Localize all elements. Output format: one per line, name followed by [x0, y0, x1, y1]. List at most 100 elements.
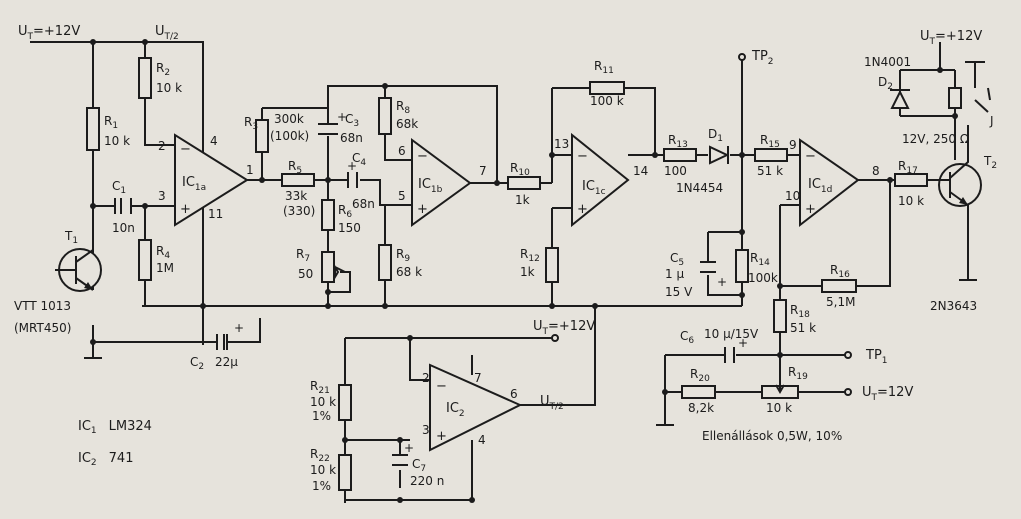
- svg-text:C4: C4: [352, 151, 366, 168]
- ic2-note-label: IC: [78, 451, 91, 466]
- r2-label: R: [156, 61, 164, 75]
- opamp-ic1c-label: IC: [582, 179, 595, 194]
- junctions: [90, 39, 958, 503]
- svg-text:C7: C7: [412, 457, 426, 474]
- capacitor-plates: [114, 123, 735, 466]
- c6-value: 10 µ/15V: [704, 327, 759, 341]
- r6-value: 150: [338, 221, 361, 235]
- ic2-note-part: 741: [109, 451, 134, 466]
- svg-text:UT=12V: UT=12V: [862, 385, 913, 403]
- svg-text:R14: R14: [750, 251, 770, 268]
- svg-text:R1: R1: [104, 114, 118, 131]
- r8-value: 68k: [396, 117, 418, 131]
- transistor-t2-symbol: [927, 125, 982, 207]
- svg-text:UT=+12V: UT=+12V: [533, 319, 595, 337]
- svg-text:4: 4: [210, 134, 218, 148]
- svg-text:4: 4: [478, 433, 486, 447]
- r22-value: 10 k: [310, 463, 336, 477]
- svg-text:IC1a: IC1a: [182, 175, 206, 193]
- opamp-ic1b-symbol: [411, 138, 472, 227]
- t1-part: VTT 1013: [14, 299, 71, 313]
- r10-value: 1k: [515, 193, 530, 207]
- r12-value: 1k: [520, 265, 535, 279]
- svg-text:R22: R22: [310, 447, 330, 464]
- r5-value: 33k: [285, 189, 307, 203]
- svg-text:+: +: [717, 275, 727, 289]
- resistor-bodies: [86, 57, 962, 491]
- r15-label: R: [760, 133, 768, 147]
- diode-d2-symbol: [890, 89, 910, 109]
- r9-value: 68 k: [396, 265, 422, 279]
- svg-text:UT/2: UT/2: [155, 24, 179, 42]
- svg-text:R11: R11: [594, 59, 614, 76]
- svg-text:TP1: TP1: [865, 348, 888, 366]
- r16-value: 5,1M: [826, 295, 855, 309]
- svg-text:C1: C1: [112, 179, 126, 196]
- r5-label: R: [288, 159, 296, 173]
- svg-text:+: +: [180, 202, 191, 217]
- d1-label: D: [708, 127, 717, 141]
- r3-label: R: [244, 115, 252, 129]
- r1-value: 10 k: [104, 134, 130, 148]
- r14-label: R: [750, 251, 758, 265]
- supply-mid-label: U: [533, 319, 543, 334]
- svg-text:C2: C2: [190, 355, 204, 372]
- svg-text:+: +: [738, 336, 748, 350]
- ic1-note-label: IC: [78, 419, 91, 434]
- svg-text:IC1b: IC1b: [418, 177, 443, 195]
- r11-value: 100 k: [590, 94, 624, 108]
- c3-label: C: [345, 112, 353, 126]
- c3-value: 68n: [340, 131, 363, 145]
- r21-tolerance: 1%: [312, 409, 331, 423]
- r17-value: 10 k: [898, 194, 924, 208]
- r7-label: R: [296, 247, 304, 261]
- resistor-rating-note: Ellenállások 0,5W, 10%: [702, 429, 842, 443]
- r3-alt-value: (100k): [270, 129, 309, 143]
- r4-value: 1M: [156, 261, 174, 275]
- d2-label: D: [878, 75, 887, 89]
- svg-text:−: −: [180, 142, 191, 157]
- svg-text:+: +: [577, 202, 588, 217]
- r19-value: 10 k: [766, 401, 792, 415]
- r22-label: R: [310, 447, 318, 461]
- c4-value: 68n: [352, 197, 375, 211]
- testpoint-tp1-label: TP: [865, 348, 882, 363]
- svg-text:3: 3: [422, 423, 430, 437]
- r20-value: 8,2k: [688, 401, 714, 415]
- svg-text:R3: R3: [244, 115, 258, 132]
- c1-value: 10n: [112, 221, 135, 235]
- c2-value: 22µ: [215, 355, 238, 369]
- opamp-ic1d-label: IC: [808, 177, 821, 192]
- svg-text:TP2: TP2: [751, 49, 774, 67]
- svg-text:+: +: [805, 202, 816, 217]
- svg-text:R13: R13: [668, 133, 688, 150]
- svg-text:IC1c: IC1c: [582, 179, 606, 197]
- svg-text:14: 14: [633, 164, 648, 178]
- r1-label: R: [104, 114, 112, 128]
- svg-text:R16: R16: [830, 263, 850, 280]
- svg-text:C5: C5: [670, 251, 684, 268]
- opamp-ic1a-symbol: [174, 133, 249, 227]
- svg-text:6: 6: [398, 144, 406, 158]
- component-labels: R1 10 k R2 10 k R3 300k (100k) R4 1M R5 …: [14, 55, 997, 493]
- opamp-ic1a-label: IC: [182, 175, 195, 190]
- relay-rating: 12V, 250 Ω: [902, 132, 969, 146]
- svg-text:UT=+12V: UT=+12V: [18, 24, 80, 42]
- r3-value: 300k: [274, 112, 304, 126]
- r13-value: 100: [664, 164, 687, 178]
- svg-text:+: +: [234, 321, 244, 335]
- r18-label: R: [790, 303, 798, 317]
- opamp-ic1d-symbol: [799, 138, 860, 228]
- r21-label: R: [310, 379, 318, 393]
- svg-text:R6: R6: [338, 203, 352, 220]
- r20-label: R: [690, 367, 698, 381]
- r4-label: R: [156, 244, 164, 258]
- r9-label: R: [396, 247, 404, 261]
- svg-text:R9: R9: [396, 247, 410, 264]
- svg-text:UT=+12V: UT=+12V: [920, 29, 982, 47]
- supply-half-label: U: [155, 24, 165, 39]
- terminals: [551, 53, 852, 396]
- svg-text:+: +: [347, 159, 357, 173]
- c7-value: 220 n: [410, 474, 444, 488]
